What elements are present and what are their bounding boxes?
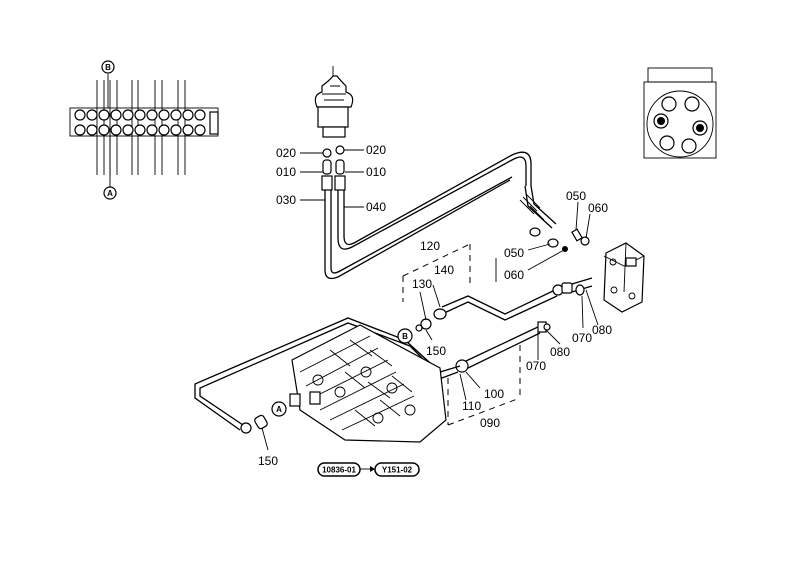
pipe-markers: B A: [271, 328, 413, 417]
label-050-mid: 050: [504, 246, 524, 260]
pilot-valve-block: [603, 242, 645, 313]
label-040: 040: [366, 200, 386, 214]
label-010-right: 010: [366, 165, 386, 179]
label-060-top: 060: [588, 201, 608, 215]
label-090: 090: [480, 416, 500, 430]
label-100: 100: [484, 387, 504, 401]
label-080-right: 080: [592, 323, 612, 337]
label-030: 030: [276, 193, 296, 207]
pipe-marker-a: A: [276, 405, 282, 414]
leader-lines: [261, 149, 599, 451]
label-070-mid: 070: [526, 359, 546, 373]
hose-end-fitting: [519, 185, 557, 237]
label-050-top: 050: [566, 189, 586, 203]
inset-marker-b: B: [105, 63, 111, 72]
label-020-right: 020: [366, 143, 386, 157]
label-010-left: 010: [276, 165, 296, 179]
control-valve-bank: [289, 324, 447, 443]
hose-assembly-040: [334, 145, 532, 250]
reference-tag: 10836-01 Y151-02: [317, 462, 420, 477]
pipe-marker-b: B: [402, 332, 408, 341]
label-070-right: 070: [572, 331, 592, 345]
fittings-050-060: [547, 228, 590, 252]
pipe-090: [447, 284, 585, 426]
ref-from: 10836-01: [322, 466, 356, 475]
ref-to: Y151-02: [382, 466, 413, 475]
pipe-120: [402, 243, 593, 332]
label-080-mid: 080: [550, 345, 570, 359]
hose-assembly-030: [321, 148, 513, 280]
label-120: 120: [420, 239, 440, 253]
label-130: 130: [412, 277, 432, 291]
swivel-top-view-inset: [643, 67, 717, 159]
label-110: 110: [462, 399, 481, 413]
part-labels: 020 010 030 020 010 040 050 060 050 060 …: [258, 143, 612, 468]
inset-marker-a: A: [107, 189, 113, 198]
label-060-mid: 060: [504, 268, 524, 282]
label-020-left: 020: [276, 146, 296, 160]
label-150-mid: 150: [426, 344, 446, 358]
label-140: 140: [434, 263, 454, 277]
label-150-bottom: 150: [258, 454, 278, 468]
swivel-joint: [314, 66, 354, 138]
valve-bank-inset: B A: [69, 60, 219, 200]
